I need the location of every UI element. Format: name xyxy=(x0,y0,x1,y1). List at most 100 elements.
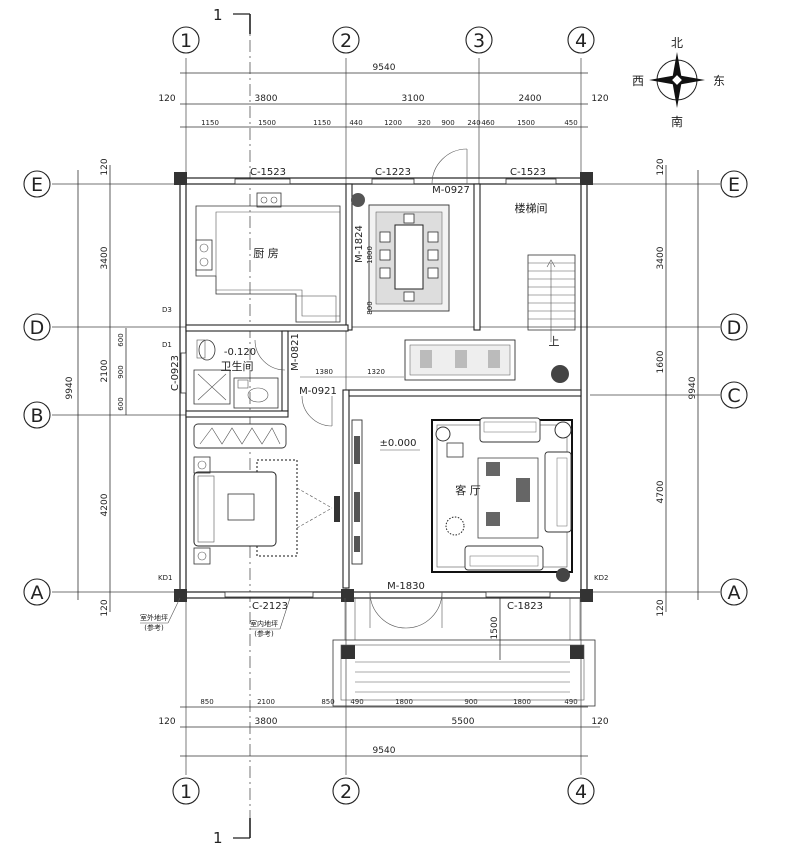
dim-top-total: 9540 xyxy=(373,63,396,73)
grid-lines xyxy=(52,58,720,775)
compass: 北 南 东 西 xyxy=(632,36,725,129)
axis-label-4: 4 xyxy=(575,30,587,52)
opening-labels: C-1523 C-1223 C-1523 M-0927 M-1824 M-082… xyxy=(170,167,546,612)
level-bath: -0.120 xyxy=(224,347,256,358)
dim-top-detail-6: 320 xyxy=(417,119,430,127)
dim-bottom-total: 9540 xyxy=(373,746,396,756)
dim-passage-a: 1380 xyxy=(315,368,333,376)
section-mark-bottom: 1 xyxy=(213,829,223,847)
label-window-stair: C-1523 xyxy=(510,167,546,178)
dim-bottom-detail-7: 1800 xyxy=(513,698,531,706)
dim-top-detail-5: 1200 xyxy=(384,119,402,127)
dimensions-left: 9940 120 3400 2100 4200 120 600 900 600 xyxy=(65,158,127,617)
room-labels: 厨 房 楼梯间 上 卫生间 客 厅 xyxy=(221,201,560,497)
dim-top-seg-3: 3100 xyxy=(402,94,425,104)
label-door-entry: M-0927 xyxy=(432,185,470,196)
axis-label-1-bottom: 1 xyxy=(180,781,192,803)
dim-left-seg-1: 120 xyxy=(100,158,110,175)
dim-top-seg-4: 2400 xyxy=(519,94,542,104)
label-window-dining: C-1223 xyxy=(375,167,411,178)
label-door-bath: M-0821 xyxy=(290,333,301,371)
compass-east: 东 xyxy=(713,74,725,88)
dim-bottom-detail-2: 2100 xyxy=(257,698,275,706)
dim-bottom-detail-4: 490 xyxy=(350,698,363,706)
section-cut-line: 1 1 xyxy=(213,6,251,847)
label-door-main: M-1830 xyxy=(387,581,425,592)
dim-left-detail-3: 600 xyxy=(117,397,125,410)
axis-label-1: 1 xyxy=(180,30,192,52)
console-cabinet xyxy=(404,339,516,381)
dim-porch-depth: 1500 xyxy=(490,616,500,639)
axis-label-a: A xyxy=(31,582,44,604)
dim-left-total: 9940 xyxy=(65,376,75,399)
dim-bottom-seg-4: 120 xyxy=(591,717,608,727)
dim-left-seg-3: 2100 xyxy=(100,359,110,382)
dim-dining-b: 800 xyxy=(366,301,374,314)
compass-west: 西 xyxy=(632,74,644,88)
axis-label-c: C xyxy=(727,385,740,407)
axis-label-2: 2 xyxy=(340,30,352,52)
dim-right-total: 9940 xyxy=(688,376,698,399)
dim-right-seg-3: 1600 xyxy=(656,350,666,373)
axis-label-a-right: A xyxy=(728,582,741,604)
dim-right-seg-5: 120 xyxy=(656,599,666,616)
bedroom-fixtures xyxy=(193,423,340,565)
living-room-fixtures xyxy=(431,417,573,582)
axis-label-b: B xyxy=(30,405,43,427)
stairs xyxy=(527,254,576,383)
axis-label-3: 3 xyxy=(473,30,485,52)
dim-bottom-seg-1: 120 xyxy=(158,717,175,727)
label-door-kitchen: M-1824 xyxy=(354,225,365,263)
axis-label-e: E xyxy=(31,174,43,196)
mark-d3: D3 xyxy=(162,306,172,314)
axis-label-d-right: D xyxy=(727,317,742,339)
note-indoor-grade: 室内地坪 xyxy=(250,619,278,628)
dim-bottom-detail-1: 850 xyxy=(200,698,213,706)
label-window-bath: C-0923 xyxy=(170,355,181,391)
dim-dining-a: 1800 xyxy=(366,246,374,264)
stair-up-label: 上 xyxy=(549,335,560,348)
bathroom-fixtures xyxy=(193,339,279,409)
dimensions-bottom: 850 2100 850 490 1800 900 1800 490 120 3… xyxy=(158,598,609,757)
dim-top-detail-8: 240 xyxy=(467,119,480,127)
label-window-living: C-1823 xyxy=(507,601,543,612)
dim-bottom-seg-3: 5500 xyxy=(452,717,475,727)
dim-top-seg-2: 3800 xyxy=(255,94,278,104)
mark-kd2: KD2 xyxy=(594,574,608,582)
note-outdoor-grade-ref: (参考) xyxy=(144,623,164,632)
note-indoor-grade-ref: (参考) xyxy=(254,629,274,638)
dim-bottom-detail-8: 490 xyxy=(564,698,577,706)
room-bathroom: 卫生间 xyxy=(221,359,254,373)
kitchen-fixtures xyxy=(195,192,341,323)
axis-label-d: D xyxy=(30,317,45,339)
axis-label-4-bottom: 4 xyxy=(575,781,587,803)
dimensions-right: 120 3400 1600 4700 120 9940 xyxy=(656,158,699,617)
dim-top-detail-7: 900 xyxy=(441,119,454,127)
dim-top-detail-11: 450 xyxy=(564,119,577,127)
axis-bubbles-right: E D C A xyxy=(720,170,748,606)
room-living: 客 厅 xyxy=(455,483,481,497)
mark-kd1: KD1 xyxy=(158,574,172,582)
room-stairs: 楼梯间 xyxy=(515,201,548,215)
dim-bottom-detail-6: 900 xyxy=(464,698,477,706)
dim-top-seg-5: 120 xyxy=(591,94,608,104)
porch-steps xyxy=(332,598,596,707)
dim-bottom-detail-3: 850 xyxy=(321,698,334,706)
axis-bubbles-left: E D B A xyxy=(23,170,51,606)
dim-right-seg-2: 3400 xyxy=(656,246,666,269)
dim-passage-b: 1320 xyxy=(367,368,385,376)
dim-right-seg-4: 4700 xyxy=(656,480,666,503)
label-door-bedroom: M-0921 xyxy=(299,386,337,397)
note-outdoor-grade: 室外地坪 xyxy=(140,613,168,622)
room-kitchen: 厨 房 xyxy=(253,247,279,260)
dim-top-detail-9: 460 xyxy=(481,119,494,127)
compass-north: 北 xyxy=(671,36,683,50)
dim-top-detail-4: 440 xyxy=(349,119,362,127)
misc-marks: D3 D1 KD1 KD2 室外地坪 (参考) 室内地坪 (参考) xyxy=(140,306,608,638)
windows xyxy=(180,178,557,598)
dim-top-detail-2: 1500 xyxy=(258,119,276,127)
level-marks: -0.120 ±0.000 1380 1320 xyxy=(224,347,420,451)
axis-bubbles-top: 1 2 3 4 xyxy=(172,26,595,54)
columns xyxy=(174,172,593,659)
